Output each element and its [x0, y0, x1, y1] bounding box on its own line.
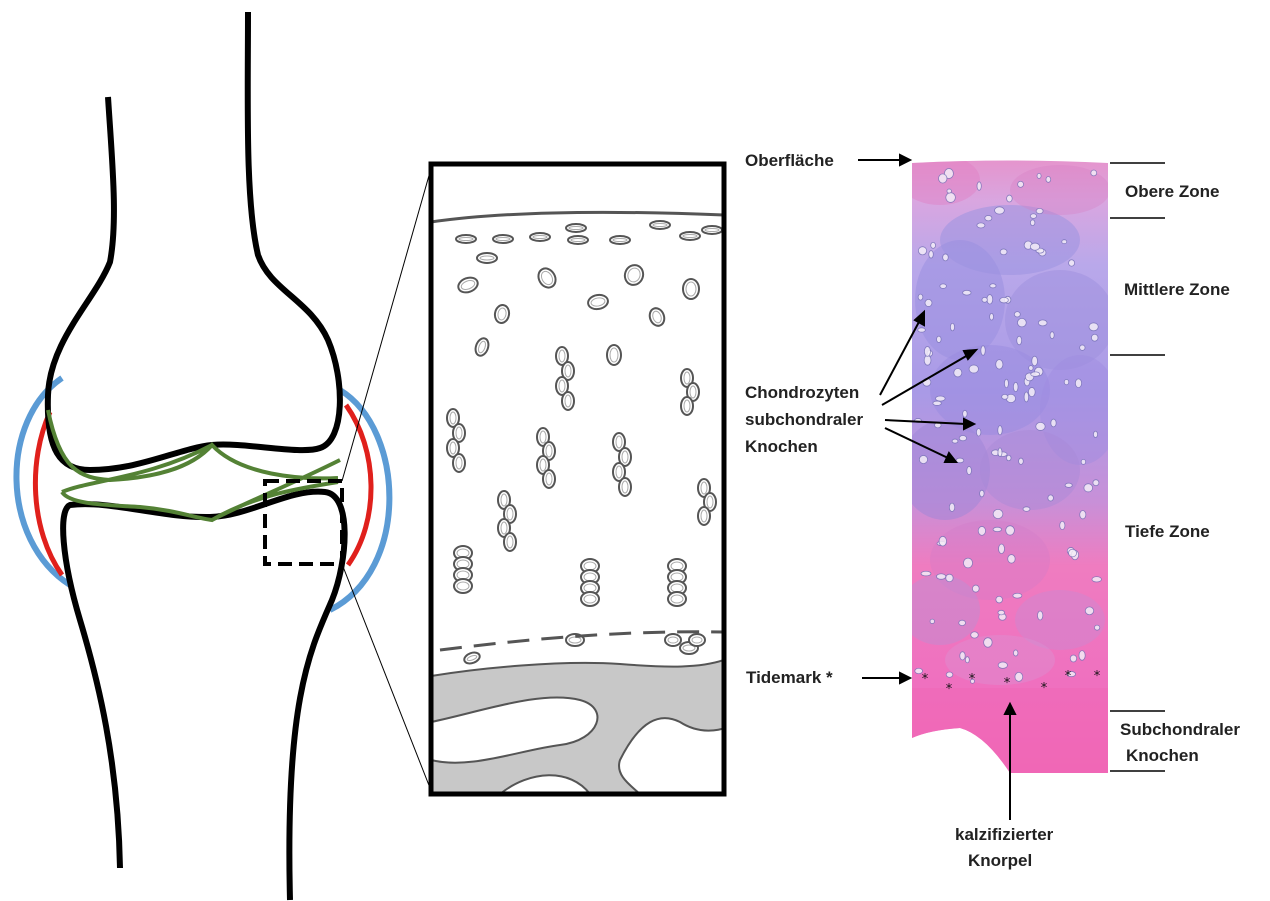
zone-separator-lines: [1110, 163, 1165, 771]
chondrocyte: [665, 634, 681, 646]
tidemark-star: *: [946, 682, 953, 697]
histology-section: * * * * * * *: [900, 150, 1120, 790]
label-subchondral-2: Knochen: [1126, 746, 1199, 765]
tidemark-star: *: [1041, 681, 1048, 696]
tidemark-star: *: [922, 672, 929, 687]
label-chondrocytes-1: Chondrozyten: [745, 383, 859, 402]
label-chondrocytes-3: Knochen: [745, 437, 818, 456]
label-calcified-2: Knorpel: [968, 851, 1032, 870]
tidemark-star: *: [969, 672, 976, 687]
label-middle-zone: Mittlere Zone: [1124, 280, 1230, 299]
meniscus-outline: [48, 410, 340, 520]
label-upper-zone: Obere Zone: [1125, 182, 1219, 201]
tidemark-star: *: [1004, 676, 1011, 691]
femur-outline: [48, 12, 340, 470]
zoom-line-bottom: [342, 564, 432, 793]
label-tidemark: Tidemark *: [746, 668, 833, 687]
label-chondrocytes-2: subchondraler: [745, 410, 863, 429]
knee-joint-diagram: [16, 12, 432, 900]
label-calcified-1: kalzifizierter: [955, 825, 1054, 844]
label-deep-zone: Tiefe Zone: [1125, 522, 1210, 541]
tidemark-star: *: [1065, 669, 1072, 684]
chondrocyte: [689, 634, 705, 646]
label-surface: Oberfläche: [745, 151, 834, 170]
cartilage-schematic: [431, 164, 724, 794]
label-subchondral-1: Subchondraler: [1120, 720, 1240, 739]
tidemark-star: *: [1094, 669, 1101, 684]
tibia-outline: [63, 492, 345, 900]
zoom-line-top: [342, 165, 432, 481]
